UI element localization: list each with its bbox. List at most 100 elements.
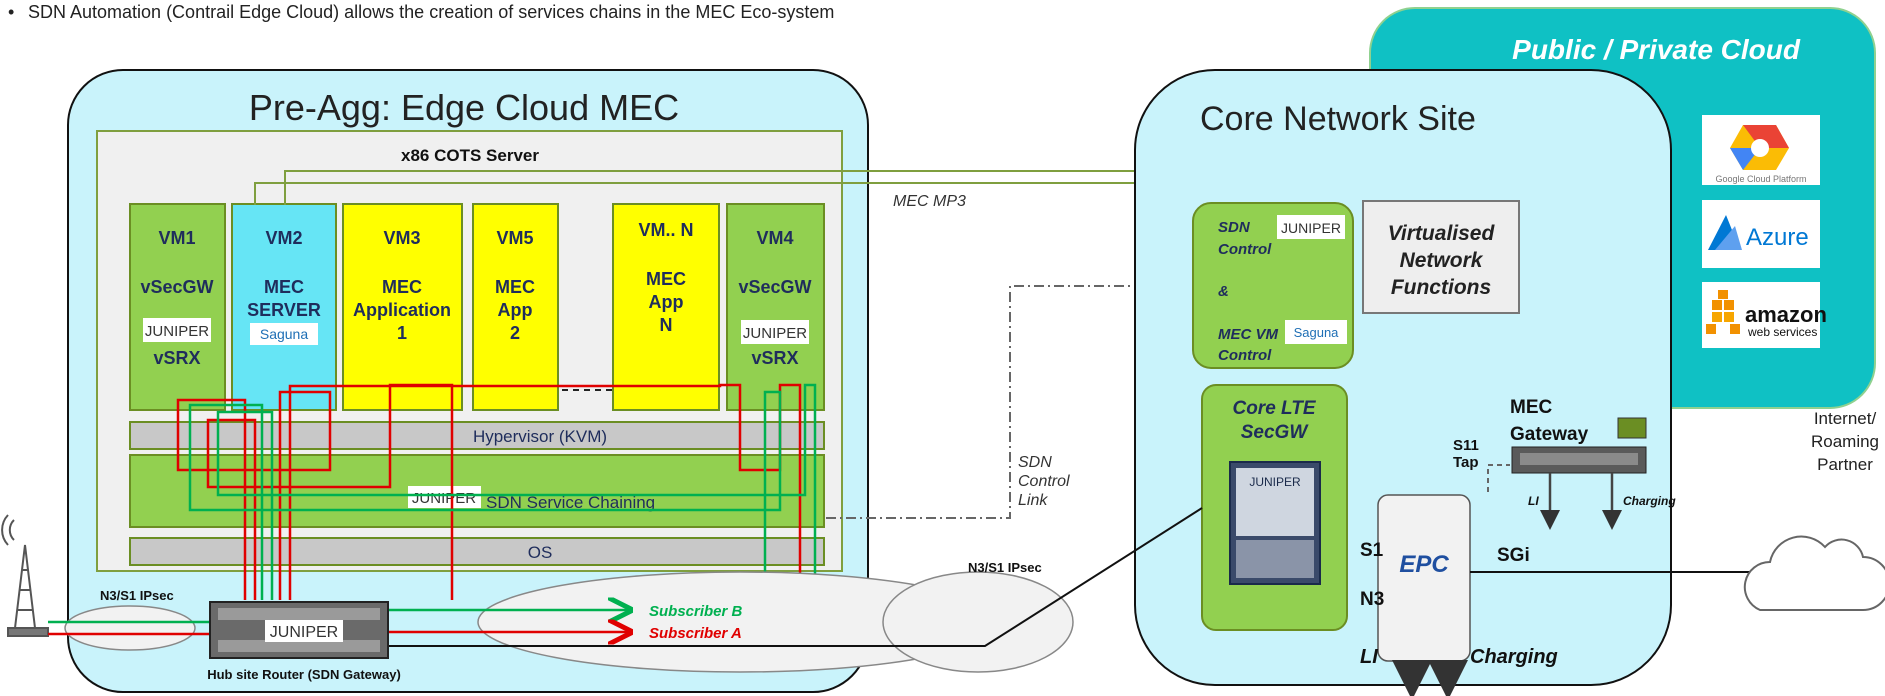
sdn-control-link (826, 285, 1190, 519)
vm4-name: VM4 (756, 228, 793, 248)
subscriber-a-label: Subscriber A (649, 625, 742, 642)
os-layer (129, 537, 825, 566)
vm1-box[interactable]: VM1 vSecGW JUNIPER vSRX (129, 203, 226, 411)
vm2-box[interactable]: VM2 MEC SERVER Saguna (231, 203, 337, 411)
sgi-label: SGi (1497, 545, 1530, 566)
s11-tap-link (1487, 464, 1510, 492)
svg-text:LI: LI (1528, 494, 1539, 508)
gateway-status-icon (1617, 417, 1647, 439)
svg-text:S11: S11 (1453, 437, 1479, 454)
svg-text:vSRX: vSRX (751, 348, 798, 368)
internet-cloud-icon (1743, 535, 1885, 611)
svg-text:MEC: MEC (1510, 397, 1553, 418)
svg-text:Saguna: Saguna (1294, 325, 1340, 340)
cell-tower-icon (1, 514, 49, 637)
subscriber-b-label: Subscriber B (649, 603, 743, 620)
svg-text:Control: Control (1018, 473, 1070, 490)
vm5-name: VM5 (496, 228, 533, 248)
vm5-box[interactable]: VM5 MEC App 2 (472, 203, 559, 411)
svg-text:App: App (649, 292, 684, 312)
svg-text:JUNIPER: JUNIPER (743, 325, 807, 342)
vm1-role: vSecGW (140, 277, 213, 297)
svg-text:Saguna: Saguna (260, 326, 308, 342)
core-network-title: Core Network Site (1200, 100, 1476, 138)
vmn-name: VM.. N (638, 220, 693, 240)
juniper-logo (408, 486, 481, 508)
svg-text:Network: Network (1400, 249, 1484, 272)
vm4-box[interactable]: VM4 vSecGW JUNIPER vSRX (726, 203, 825, 411)
svg-text:Functions: Functions (1391, 276, 1491, 299)
saguna-logo (1285, 320, 1347, 344)
svg-text:Gateway: Gateway (1510, 424, 1589, 445)
svg-text:SecGW: SecGW (1241, 422, 1310, 443)
vnf-box[interactable]: Virtualised Network Functions (1362, 200, 1520, 314)
svg-text:Virtualised: Virtualised (1388, 222, 1496, 245)
sdn-chaining-label: SDN Service Chaining (486, 493, 655, 512)
svg-text:MEC: MEC (264, 277, 304, 297)
cots-server-label: x86 COTS Server (401, 146, 539, 165)
svg-text:Roaming: Roaming (1811, 432, 1879, 451)
azure-label: Azure (1746, 224, 1809, 251)
svg-text:JUNIPER: JUNIPER (1249, 475, 1301, 489)
sdn-control-box[interactable]: SDN Control & MEC VM Control JUNIPER Sag… (1192, 202, 1354, 369)
hub-router-device[interactable]: JUNIPER (209, 601, 389, 659)
svg-text:JUNIPER: JUNIPER (145, 323, 209, 340)
core-lte-secgw-box[interactable]: Core LTE SecGW JUNIPER (1201, 384, 1348, 631)
svg-text:MEC: MEC (495, 277, 535, 297)
svg-text:N3/S1 IPsec: N3/S1 IPsec (968, 560, 1042, 575)
google-cloud-label: Google Cloud Platform (1715, 174, 1806, 184)
vm1-product: vSRX (153, 348, 200, 368)
svg-text:MEC: MEC (382, 277, 422, 297)
vm2-name: VM2 (265, 228, 302, 248)
service-chain-paths (176, 383, 817, 600)
svg-text:vSecGW: vSecGW (738, 277, 811, 297)
svg-text:JUNIPER: JUNIPER (270, 624, 338, 641)
svg-text:JUNIPER: JUNIPER (412, 490, 476, 507)
svg-text:Partner: Partner (1817, 455, 1873, 474)
saguna-logo (250, 323, 318, 345)
public-cloud-title: Public / Private Cloud (1512, 34, 1801, 65)
svg-text:&: & (1218, 283, 1229, 300)
svg-text:Tap: Tap (1453, 454, 1479, 471)
edge-cloud-title: Pre-Agg: Edge Cloud MEC (249, 87, 679, 128)
svg-text:MEC: MEC (646, 269, 686, 289)
juniper-logo (741, 320, 809, 344)
header-bullet: • (8, 2, 14, 22)
vm3-box[interactable]: VM3 MEC Application 1 (342, 203, 463, 411)
juniper-logo (1277, 215, 1345, 239)
os-label: OS (528, 543, 553, 562)
hypervisor-label: Hypervisor (KVM) (473, 427, 607, 446)
li-label: LI (1360, 646, 1378, 668)
svg-text:SDN: SDN (1018, 454, 1052, 471)
aws-boxes-icon (1706, 290, 1740, 334)
n3-label: N3 (1360, 589, 1384, 610)
svg-text:Link: Link (1018, 492, 1048, 509)
svg-text:MEC VM: MEC VM (1218, 326, 1279, 343)
ipsec-tunnel-left (64, 605, 196, 651)
vm3-name: VM3 (383, 228, 420, 248)
aws-sublabel: web services (1747, 325, 1817, 339)
s1-label: S1 (1360, 540, 1384, 561)
hub-router-label: Hub site Router (SDN Gateway) (207, 667, 401, 682)
svg-text:2: 2 (510, 323, 520, 343)
epc-label: EPC (1399, 551, 1449, 578)
svg-text:1: 1 (397, 323, 407, 343)
vm1-name: VM1 (158, 228, 195, 248)
svg-text:SDN: SDN (1218, 219, 1251, 236)
aws-label: amazon (1745, 302, 1827, 327)
svg-text:Core LTE: Core LTE (1232, 398, 1316, 419)
vmn-box[interactable]: VM.. N MEC App N (612, 203, 720, 411)
juniper-logo (143, 318, 211, 342)
svg-text:N: N (660, 315, 673, 335)
svg-text:App: App (498, 300, 533, 320)
charging-label: Charging (1470, 646, 1558, 668)
header-text: SDN Automation (Contrail Edge Cloud) all… (28, 2, 834, 22)
epc-box[interactable] (1377, 494, 1471, 662)
svg-text:Control: Control (1218, 347, 1272, 364)
svg-text:Control: Control (1218, 241, 1272, 258)
svg-text:Internet/: Internet/ (1814, 409, 1877, 428)
svg-text:JUNIPER: JUNIPER (1281, 220, 1341, 236)
svg-text:Application: Application (353, 300, 451, 320)
mec-mp3-label: MEC MP3 (893, 193, 966, 210)
